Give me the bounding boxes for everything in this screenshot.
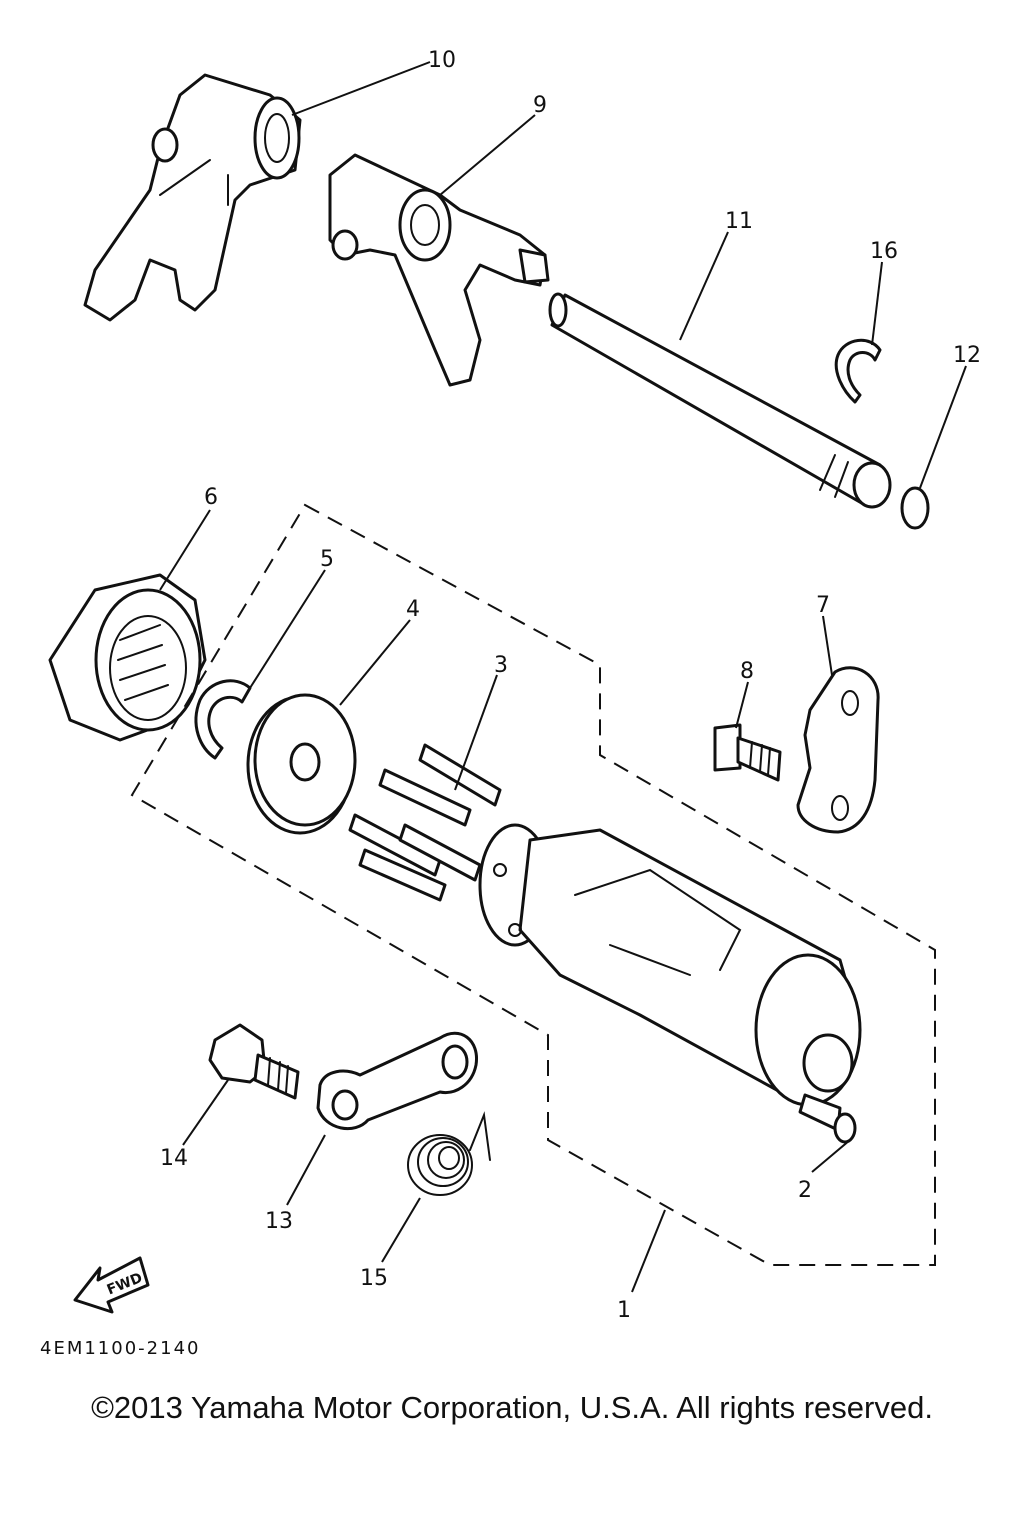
bolt-8 [713, 723, 782, 782]
callout-16: 16 [870, 239, 898, 264]
o-ring-12 [900, 486, 930, 530]
callout-8: 8 [740, 659, 754, 684]
part-code: 4EM1100-2140 [40, 1338, 201, 1359]
circlip-16 [834, 339, 882, 404]
callout-7: 7 [816, 593, 830, 618]
shift-fork-9 [328, 153, 550, 387]
callout-10: 10 [428, 48, 456, 73]
callout-6: 6 [204, 485, 218, 510]
rivet-2 [798, 1093, 857, 1144]
assembly-boundary [130, 503, 936, 1266]
callout-12: 12 [953, 343, 981, 368]
pins-3 [348, 743, 502, 902]
guide-bar-11 [548, 292, 892, 509]
callout-5: 5 [320, 547, 334, 572]
callout-4: 4 [406, 597, 420, 622]
callout-15: 15 [360, 1266, 388, 1291]
callout-3: 3 [494, 653, 508, 678]
fwd-arrow-icon: FWD [73, 1256, 150, 1314]
callout-13: 13 [265, 1209, 293, 1234]
shift-arm-13 [316, 1031, 478, 1130]
callout-14: 14 [160, 1146, 188, 1171]
callout-1: 1 [617, 1298, 631, 1323]
stopper-plate-7 [796, 666, 880, 834]
washer-4 [246, 693, 357, 835]
bearing-6 [48, 573, 207, 742]
leader-lines [159, 61, 967, 1293]
callout-2: 2 [798, 1178, 812, 1203]
circlip-5 [194, 679, 252, 760]
shift-drum-1 [478, 823, 862, 1107]
shift-fork-10 [83, 73, 302, 322]
callout-11: 11 [725, 209, 753, 234]
torsion-spring-15 [407, 1111, 491, 1196]
copyright-notice: ©2013 Yamaha Motor Corporation, U.S.A. A… [91, 1390, 933, 1425]
bolt-14 [208, 1023, 300, 1100]
callout-9: 9 [533, 93, 547, 118]
